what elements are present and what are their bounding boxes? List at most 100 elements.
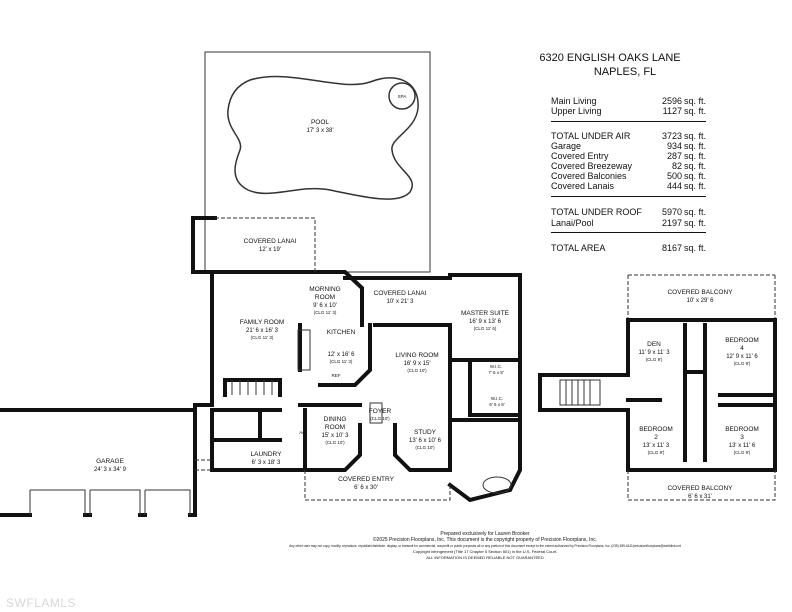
svg-text:ROOM: ROOM xyxy=(315,294,335,301)
room-label-garage: GARAGE 24' 3 x 34' 9 xyxy=(94,458,127,473)
svg-text:10' x 29' 6: 10' x 29' 6 xyxy=(687,298,715,304)
svg-text:13' x 11' 6: 13' x 11' 6 xyxy=(729,443,756,449)
fixture-label-ac: A/C xyxy=(299,430,307,435)
room-label-study: STUDY 13' 6 x 10' 6 (CLG 10') xyxy=(409,429,442,450)
room-label-pool: POOL 17' 3 x 38' xyxy=(307,119,334,134)
divider xyxy=(551,196,706,197)
svg-text:(CLG 10'): (CLG 10') xyxy=(407,368,427,373)
spa-shape xyxy=(388,82,416,110)
svg-text:2: 2 xyxy=(654,434,658,441)
svg-text:(CLG 9'): (CLG 9') xyxy=(648,450,665,455)
svg-text:3: 3 xyxy=(740,434,744,441)
room-label-foyer: FOYER (CLG 10') xyxy=(369,408,392,421)
footer-prepared-for: Prepared exclusively for Lauren Brooker xyxy=(440,531,530,537)
svg-text:(CLG 9'): (CLG 9') xyxy=(734,450,751,455)
svg-text:MORNING: MORNING xyxy=(309,286,340,293)
svg-text:LIVING ROOM: LIVING ROOM xyxy=(395,352,438,359)
svg-text:DINING: DINING xyxy=(324,416,347,423)
svg-text:16' 9 x 15': 16' 9 x 15' xyxy=(404,361,431,367)
svg-text:COVERED ENTRY: COVERED ENTRY xyxy=(338,476,395,483)
svg-text:21' 6 x 16' 3: 21' 6 x 16' 3 xyxy=(246,328,279,334)
svg-text:FAMILY ROOM: FAMILY ROOM xyxy=(240,319,285,326)
svg-text:15' x 10' 3: 15' x 10' 3 xyxy=(322,433,350,439)
svg-text:STUDY: STUDY xyxy=(414,429,437,436)
svg-text:LAUNDRY: LAUNDRY xyxy=(251,451,283,458)
svg-text:(CLG 11' 3): (CLG 11' 3) xyxy=(251,335,274,340)
svg-text:6' 3 x 18' 3: 6' 3 x 18' 3 xyxy=(252,460,281,466)
svg-text:16' 9 x 13' 6: 16' 9 x 13' 6 xyxy=(469,319,502,325)
room-label-bedroom-3: BEDROOM 3 13' x 11' 6 (CLG 9') xyxy=(725,426,759,455)
svg-text:(CLG 9'): (CLG 9') xyxy=(646,357,663,362)
garage-walls xyxy=(0,408,212,517)
svg-text:ROOM: ROOM xyxy=(325,424,345,431)
room-label-living-room: LIVING ROOM 16' 9 x 15' (CLG 10') xyxy=(395,352,438,373)
room-label-family-room: FAMILY ROOM 21' 6 x 16' 3 (CLG 11' 3) xyxy=(240,319,285,340)
pool-shape xyxy=(227,75,419,200)
room-label-covered-balcony-2: COVERED BALCONY 6' 6 x 31' xyxy=(667,485,733,500)
room-label-covered-lanai-1: COVERED LANAI 12' x 19' xyxy=(244,238,297,253)
footer-infringement: Copyright infringement (Title 17 Chapter… xyxy=(412,549,558,554)
svg-text:4: 4 xyxy=(740,345,744,352)
svg-text:10' x 21' 3: 10' x 21' 3 xyxy=(387,299,415,305)
svg-text:COVERED LANAI: COVERED LANAI xyxy=(374,290,427,297)
svg-text:BEDROOM: BEDROOM xyxy=(725,426,759,433)
svg-text:(CLG 10'): (CLG 10') xyxy=(325,440,345,445)
room-label-kitchen: KITCHEN 12' x 16' 6 (CLG 11' 3) xyxy=(327,329,356,364)
upper-floor-walls xyxy=(538,274,777,501)
svg-text:COVERED BALCONY: COVERED BALCONY xyxy=(667,485,733,492)
svg-text:17' 3 x 38': 17' 3 x 38' xyxy=(307,128,334,134)
main-floor-walls xyxy=(191,216,522,503)
svg-text:12' x 16' 6: 12' x 16' 6 xyxy=(328,352,356,358)
svg-text:6' 6 x 30': 6' 6 x 30' xyxy=(354,485,378,491)
svg-text:12' 9 x 11' 6: 12' 9 x 11' 6 xyxy=(726,354,758,360)
divider xyxy=(551,232,706,233)
svg-text:POOL: POOL xyxy=(311,119,329,126)
svg-text:W.I.C.: W.I.C. xyxy=(490,364,502,369)
copyright-footer: Prepared exclusively for Lauren Brooker … xyxy=(190,531,780,561)
room-label-den: DEN 11' 9 x 11' 3 (CLG 9') xyxy=(638,341,670,362)
room-label-bedroom-4: BEDROOM 4 12' 9 x 11' 6 (CLG 9') xyxy=(725,337,759,366)
svg-text:24' 3 x 34' 9: 24' 3 x 34' 9 xyxy=(94,467,127,473)
svg-text:(CLG 10'): (CLG 10') xyxy=(415,445,435,450)
footer-disclaimer: ALL INFORMATION IS DEEMED RELIABLE NOT G… xyxy=(426,555,544,560)
svg-text:(CLG 11' 3): (CLG 11' 3) xyxy=(330,359,353,364)
svg-text:12' x 19': 12' x 19' xyxy=(259,247,281,253)
room-label-wic-1: W.I.C. 7' 6 x 8' xyxy=(488,364,503,375)
svg-text:6' 6 x 31': 6' 6 x 31' xyxy=(688,494,712,500)
property-city: NAPLES, FL xyxy=(593,66,657,78)
room-label-laundry: LAUNDRY 6' 3 x 18' 3 xyxy=(251,451,283,466)
svg-text:COVERED BALCONY: COVERED BALCONY xyxy=(667,289,733,296)
footer-copyright: ©2025 Precision Floorplans, Inc. This do… xyxy=(372,537,598,543)
svg-text:KITCHEN: KITCHEN xyxy=(327,329,356,336)
svg-text:(CLG 10'): (CLG 10') xyxy=(370,416,390,421)
room-label-bedroom-2: BEDROOM 2 13' x 11' 3 (CLG 9') xyxy=(639,426,673,455)
svg-text:BEDROOM: BEDROOM xyxy=(639,426,673,433)
svg-text:9' 6 x 10': 9' 6 x 10' xyxy=(313,303,337,309)
room-label-covered-entry: COVERED ENTRY 6' 6 x 30' xyxy=(338,476,395,491)
room-label-dining-room: DINING ROOM 15' x 10' 3 (CLG 10') xyxy=(322,416,350,445)
svg-text:(CLG 11' 6): (CLG 11' 6) xyxy=(474,326,497,331)
svg-text:GARAGE: GARAGE xyxy=(96,458,124,465)
room-label-master-suite: MASTER SUITE 16' 9 x 13' 6 (CLG 11' 6) xyxy=(461,310,510,331)
svg-text:DEN: DEN xyxy=(647,341,661,348)
svg-text:11' 9 x 11' 3: 11' 9 x 11' 3 xyxy=(638,350,670,356)
svg-text:7' 6 x 8': 7' 6 x 8' xyxy=(488,370,503,375)
svg-text:MASTER SUITE: MASTER SUITE xyxy=(461,310,510,317)
room-label-covered-balcony-1: COVERED BALCONY 10' x 29' 6 xyxy=(667,289,733,304)
svg-text:COVERED LANAI: COVERED LANAI xyxy=(244,238,297,245)
room-label-covered-lanai-2: COVERED LANAI 10' x 21' 3 xyxy=(374,290,427,305)
room-label-spa: SPA xyxy=(398,94,407,99)
svg-text:W.I.C.: W.I.C. xyxy=(491,396,503,401)
property-address: 6320 ENGLISH OAKS LANE xyxy=(539,52,681,64)
svg-text:BEDROOM: BEDROOM xyxy=(725,337,759,344)
